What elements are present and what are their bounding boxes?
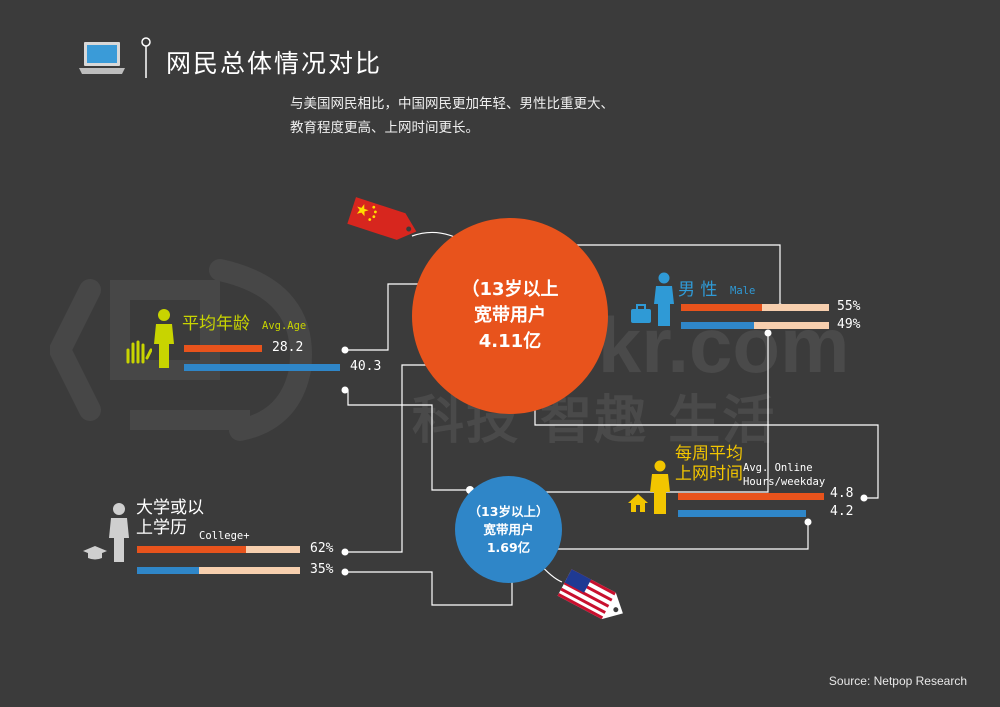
source-note: Source: Netpop Research	[828, 674, 967, 688]
person-male-icon	[654, 272, 674, 326]
college-china-bar	[137, 546, 246, 553]
subtitle-line-2: 教育程度更高、上网时间更长。	[290, 120, 479, 136]
college-label-cn-line-2: 上学历	[136, 518, 187, 538]
briefcase-icon	[631, 304, 651, 323]
online-label-en: Avg. Online Hours/weekday	[743, 461, 825, 489]
china-circle-line-3: 4.11亿	[478, 331, 542, 352]
title-divider	[141, 37, 151, 78]
male-us-value: 49%	[837, 317, 861, 332]
college-us-bar	[137, 567, 199, 574]
page-subtitle: 与美国网民相比，中国网民更加年轻、男性比重更大、 教育程度更高、上网时间更长。	[290, 92, 614, 140]
us-circle-line-3: 1.69亿	[486, 539, 531, 555]
us-circle-line-1: （13岁以上）	[468, 503, 549, 519]
china-circle-line-1: （13岁以上	[461, 279, 559, 300]
age-label-en: Avg.Age	[262, 320, 307, 332]
watermark-logo	[50, 259, 312, 441]
hand-icon	[126, 340, 152, 364]
online-label-en-line-1: Avg. Online	[743, 462, 813, 474]
male-china-value: 55%	[837, 299, 861, 314]
us-users-circle: （13岁以上） 宽带用户 1.69亿	[455, 476, 562, 583]
age-us-bar	[184, 364, 340, 371]
age-china-value: 28.2	[272, 340, 304, 355]
male-label-en: Male	[730, 285, 756, 297]
laptop-icon	[79, 42, 125, 74]
college-label-cn-line-1: 大学或以	[136, 498, 204, 518]
person-college-icon	[109, 503, 129, 562]
male-us-track	[681, 322, 829, 329]
house-icon	[628, 494, 648, 512]
college-us-track	[137, 567, 300, 574]
online-label-cn-line-2: 上网时间	[675, 464, 743, 484]
online-us-bar	[678, 510, 806, 517]
china-users-circle: （13岁以上 宽带用户 4.11亿	[412, 218, 608, 414]
online-label-cn: 每周平均 上网时间	[675, 444, 743, 484]
graduation-cap-icon	[83, 546, 107, 560]
page-title: 网民总体情况对比	[166, 49, 383, 78]
age-china-bar	[184, 345, 262, 352]
age-label-cn: 平均年龄	[182, 314, 250, 334]
us-flag-tag-icon	[557, 569, 623, 620]
college-china-value: 62%	[310, 541, 334, 556]
male-us-bar	[681, 322, 754, 329]
college-label-en: College+	[199, 530, 250, 542]
online-us-value: 4.2	[830, 504, 854, 519]
male-china-bar	[681, 304, 762, 311]
us-circle-line-2: 宽带用户	[483, 521, 534, 537]
online-china-value: 4.8	[830, 486, 854, 501]
male-label-cn: 男 性	[678, 280, 718, 300]
college-us-value: 35%	[310, 562, 334, 577]
online-label-cn-line-1: 每周平均	[675, 444, 743, 464]
online-china-bar	[678, 493, 824, 500]
person-age-icon	[154, 309, 174, 368]
college-label-cn: 大学或以 上学历	[136, 498, 204, 538]
person-online-icon	[650, 460, 670, 514]
china-flag-tag-icon	[347, 197, 417, 240]
age-us-value: 40.3	[350, 359, 382, 374]
subtitle-line-1: 与美国网民相比，中国网民更加年轻、男性比重更大、	[290, 96, 614, 112]
china-circle-line-2: 宽带用户	[474, 305, 546, 326]
online-label-en-line-2: Hours/weekday	[743, 476, 826, 488]
